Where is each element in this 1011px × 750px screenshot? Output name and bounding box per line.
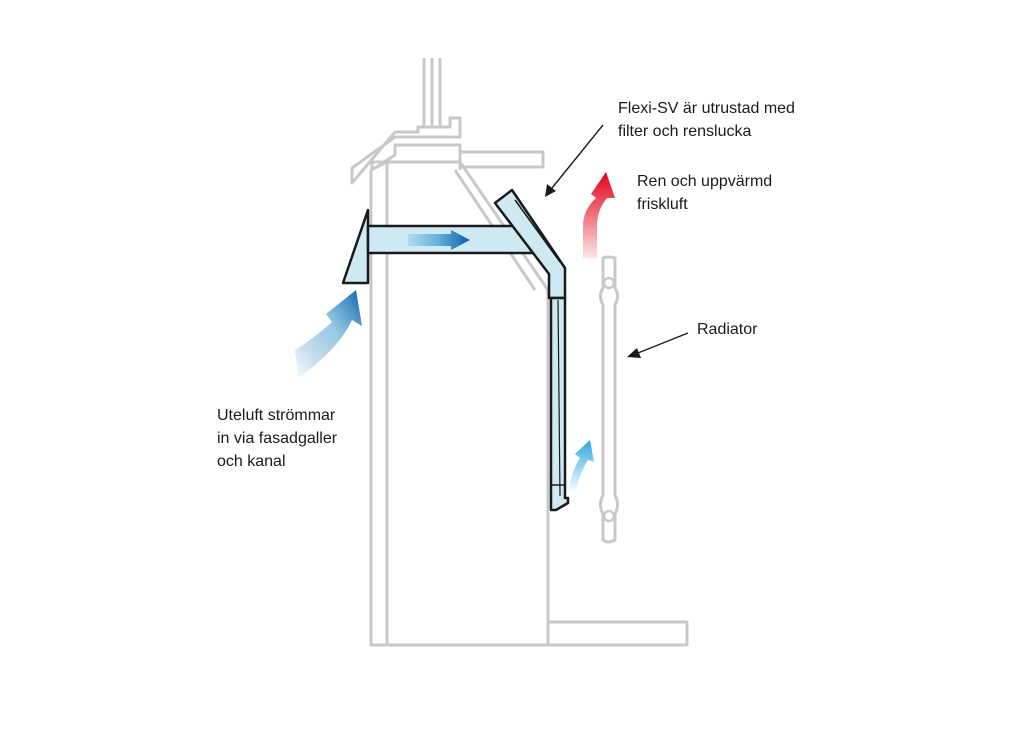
filter-pointer-line [551, 124, 604, 189]
filter-inner-line [514, 199, 561, 263]
label-radiator-line-1: Radiator [697, 321, 758, 338]
label-fresh-air-line-1: Ren och uppvärmd [637, 173, 773, 190]
label-pointers [545, 124, 689, 358]
label-outdoor-air: Uteluft strömmar in via fasadgaller och … [217, 404, 337, 473]
facade-grille [341, 208, 370, 285]
label-outdoor-air-line-2: in via fasadgaller [217, 430, 338, 447]
radiator-pointer-line [637, 332, 689, 354]
supply-air-arrow [568, 440, 594, 492]
window-sill-top [458, 150, 545, 169]
radiator-valve-bottom [602, 509, 616, 523]
label-filter: Flexi-SV är utrustad med filter och rens… [618, 97, 795, 143]
supply-channel-inner [557, 299, 561, 497]
wall-structure [350, 58, 689, 647]
warm-air-arrow [583, 172, 615, 258]
filter-pointer-head [545, 184, 556, 197]
outdoor-air-arrow [295, 290, 362, 378]
label-filter-line-2: filter och renslucka [618, 123, 752, 140]
label-outdoor-air-line-3: och kanal [217, 453, 286, 470]
duct-airflow-arrow [408, 230, 470, 250]
label-fresh-air-line-2: friskluft [637, 196, 688, 213]
roof-cap [350, 116, 462, 185]
floor [371, 620, 689, 647]
radiator-valve-top [602, 276, 616, 290]
radiator [599, 255, 619, 544]
radiator-pointer-head [627, 348, 641, 358]
radiator-body [599, 255, 619, 544]
label-filter-line-1: Flexi-SV är utrustad med [618, 100, 795, 117]
label-fresh-air: Ren och uppvärmd friskluft [637, 170, 772, 216]
window-head [370, 143, 462, 172]
label-radiator: Radiator [697, 318, 757, 341]
label-outdoor-air-line-1: Uteluft strömmar [217, 407, 336, 424]
